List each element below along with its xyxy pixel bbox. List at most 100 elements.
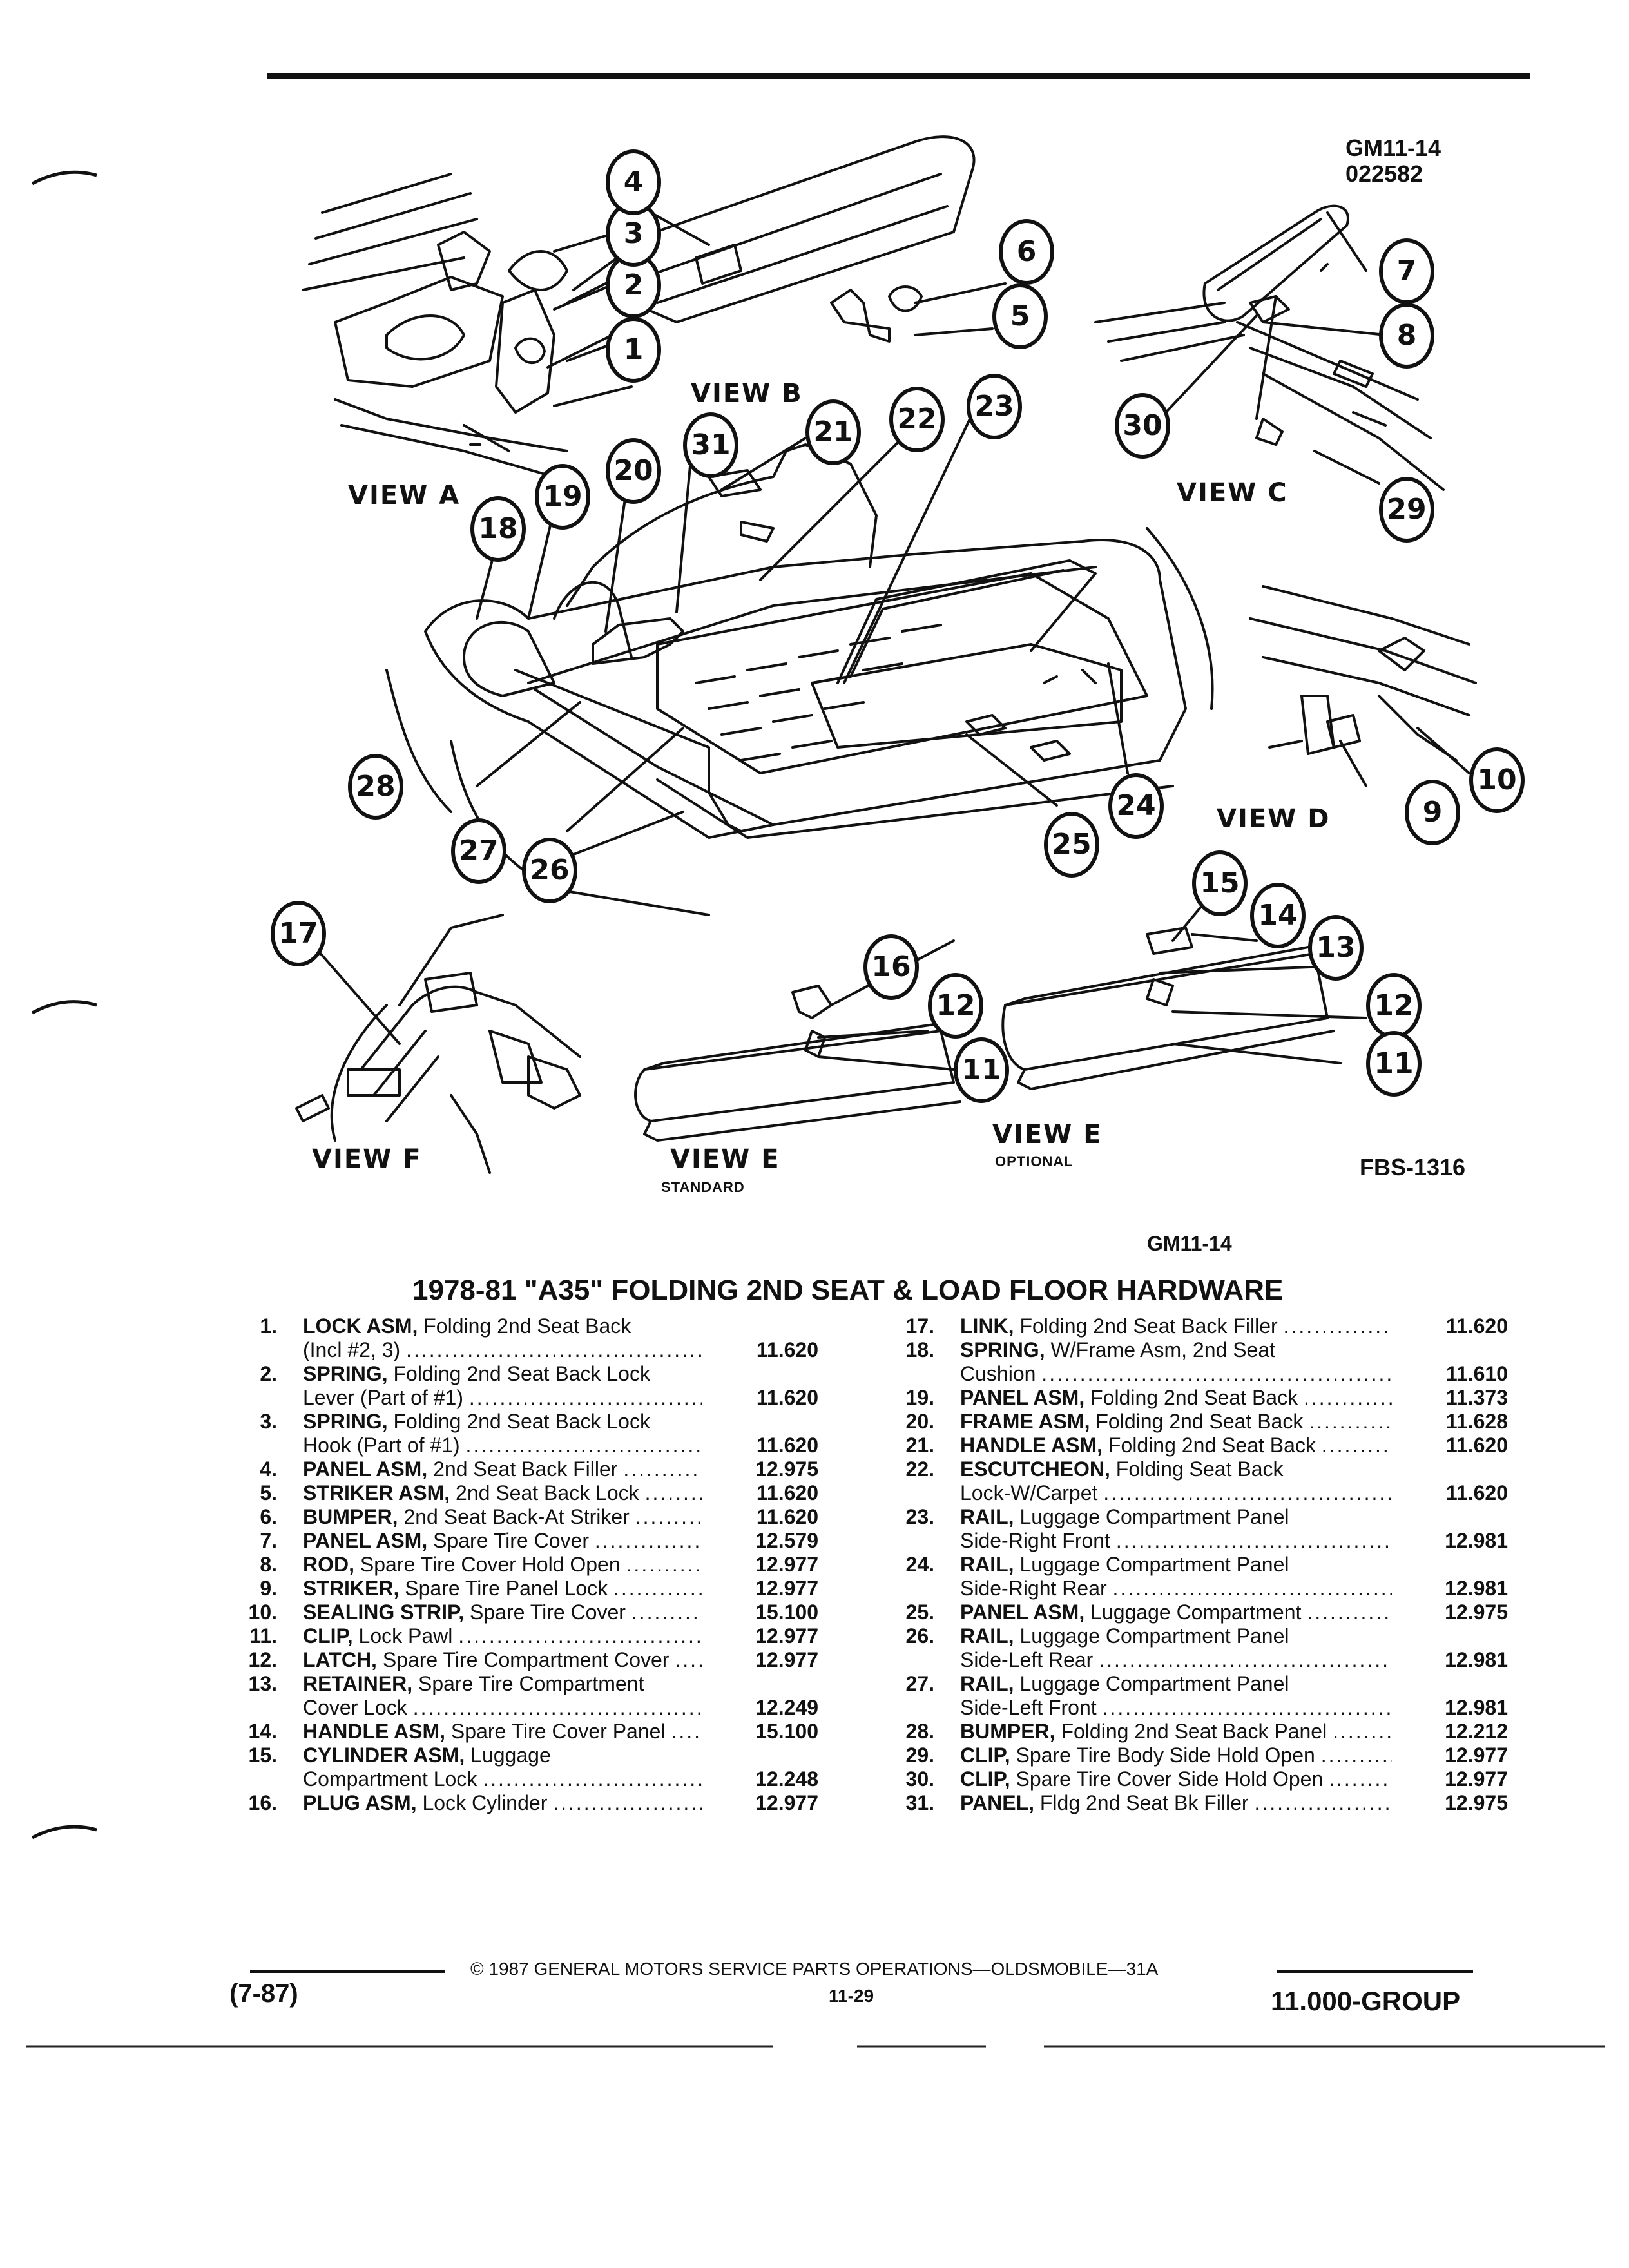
item-number: 13. xyxy=(248,1672,277,1695)
part-description: Spare Tire Cover xyxy=(433,1529,589,1552)
callout-17: 17 xyxy=(271,901,326,966)
item-number: 21. xyxy=(905,1434,934,1457)
parts-list-item: 7.PANEL ASM, Spare Tire Cover ..........… xyxy=(232,1529,818,1553)
callout-23: 23 xyxy=(967,374,1022,439)
callout-5: 5 xyxy=(992,284,1048,349)
part-name: LINK, xyxy=(960,1314,1014,1338)
item-number: 1. xyxy=(260,1314,277,1338)
item-number: 15. xyxy=(248,1744,277,1767)
item-number: 4. xyxy=(260,1457,277,1481)
part-description: Folding 2nd Seat Back xyxy=(423,1314,631,1338)
callout-26: 26 xyxy=(522,838,577,903)
part-name: RAIL, xyxy=(960,1624,1014,1648)
part-description: Folding 2nd Seat Back xyxy=(1095,1410,1304,1433)
item-number: 10. xyxy=(248,1600,277,1624)
diagram-code-top: GM11-14 xyxy=(1345,135,1441,161)
group-reference: 11.620 xyxy=(1445,1314,1508,1338)
part-name: PLUG ASM, xyxy=(303,1791,417,1814)
group-reference: 12.212 xyxy=(1445,1720,1508,1743)
parts-list-left: 1.LOCK ASM, Folding 2nd Seat Back(Incl #… xyxy=(232,1314,818,1815)
part-name: PANEL ASM, xyxy=(960,1600,1085,1624)
part-description: 2nd Seat Back Lock xyxy=(456,1481,639,1504)
footer-rule-right xyxy=(1277,1970,1473,1973)
group-reference: 12.981 xyxy=(1445,1648,1508,1671)
part-name: CLIP, xyxy=(303,1624,353,1648)
view-e-standard-label: VIEW E xyxy=(670,1144,780,1174)
part-description: Spare Tire Cover Hold Open xyxy=(360,1553,621,1576)
part-description: Spare Tire Compartment Cover xyxy=(382,1648,670,1671)
part-description: Folding 2nd Seat Back xyxy=(1108,1434,1316,1457)
part-name: HANDLE ASM, xyxy=(960,1434,1103,1457)
item-number: 22. xyxy=(905,1457,934,1481)
part-name: CLIP, xyxy=(960,1744,1010,1767)
view-b-main-art xyxy=(385,443,1214,916)
callout-24: 24 xyxy=(1108,773,1164,839)
group-reference: 15.100 xyxy=(755,1600,818,1624)
group-reference: 12.977 xyxy=(755,1553,818,1576)
part-name: PANEL ASM, xyxy=(303,1457,428,1481)
group-reference: 12.977 xyxy=(755,1624,818,1648)
part-description: Lock Cylinder xyxy=(422,1791,548,1814)
part-description: Folding Seat Back xyxy=(1115,1457,1284,1481)
view-a-label: VIEW A xyxy=(348,481,461,510)
callout-6: 6 xyxy=(999,219,1054,285)
part-name: RAIL, xyxy=(960,1672,1014,1695)
section-code: GM11-14 xyxy=(1147,1232,1232,1255)
callout-21: 21 xyxy=(805,399,861,465)
item-number: 12. xyxy=(248,1648,277,1671)
part-description: Spare Tire Cover Panel xyxy=(450,1720,666,1743)
callout-18: 18 xyxy=(470,496,526,562)
part-description: Luggage Compartment xyxy=(1090,1600,1302,1624)
view-c-label: VIEW C xyxy=(1177,478,1288,508)
callout-12-standard: 12 xyxy=(928,973,983,1039)
callout-27: 27 xyxy=(451,818,506,884)
part-name: FRAME ASM, xyxy=(960,1410,1090,1433)
part-name: SEALING STRIP, xyxy=(303,1600,465,1624)
callout-8: 8 xyxy=(1379,303,1434,369)
callout-28: 28 xyxy=(348,754,403,820)
view-a-art xyxy=(302,173,633,478)
part-description: Fldg 2nd Seat Bk Filler xyxy=(1039,1791,1249,1814)
callout-12-optional: 12 xyxy=(1366,973,1422,1039)
part-description-cont: (Incl #2, 3) xyxy=(303,1338,401,1361)
part-description-cont: Cushion xyxy=(960,1362,1036,1385)
parts-list-item: 30.CLIP, Spare Tire Cover Side Hold Open… xyxy=(889,1767,1508,1791)
part-description: Spare Tire Compartment xyxy=(418,1672,644,1695)
view-e-optional-art xyxy=(1001,927,1335,1090)
part-description: Folding 2nd Seat Back Filler xyxy=(1019,1314,1278,1338)
parts-list-item: 20.FRAME ASM, Folding 2nd Seat Back ....… xyxy=(889,1410,1508,1434)
part-name: RAIL, xyxy=(960,1505,1014,1528)
part-description: Luggage Compartment Panel xyxy=(1019,1624,1289,1648)
parts-list-right: 17.LINK, Folding 2nd Seat Back Filler ..… xyxy=(889,1314,1508,1815)
part-description-cont: Cover Lock xyxy=(303,1696,407,1719)
top-rule xyxy=(267,73,1530,79)
part-name: HANDLE ASM, xyxy=(303,1720,446,1743)
parts-list-item: 12.LATCH, Spare Tire Compartment Cover .… xyxy=(232,1648,818,1672)
group-reference: 12.977 xyxy=(1445,1744,1508,1767)
group-reference: 11.620 xyxy=(756,1505,818,1528)
callout-4: 4 xyxy=(606,149,661,215)
part-description-cont: Lock-W/Carpet xyxy=(960,1481,1098,1504)
part-description: Folding 2nd Seat Back Lock xyxy=(393,1362,650,1385)
item-number: 5. xyxy=(260,1481,277,1504)
parts-list-item: 21.HANDLE ASM, Folding 2nd Seat Back ...… xyxy=(889,1434,1508,1457)
callout-1: 1 xyxy=(606,317,661,383)
part-description: Spare Tire Body Side Hold Open xyxy=(1016,1744,1315,1767)
item-number: 18. xyxy=(905,1338,934,1361)
group-reference: 12.981 xyxy=(1445,1577,1508,1600)
parts-list-item: 6.BUMPER, 2nd Seat Back-At Striker .....… xyxy=(232,1505,818,1529)
part-name: PANEL ASM, xyxy=(303,1529,428,1552)
group-reference: 11.610 xyxy=(1445,1362,1508,1385)
part-name: ROD, xyxy=(303,1553,354,1576)
scan-marks xyxy=(31,170,97,1840)
parts-list-item: 5.STRIKER ASM, 2nd Seat Back Lock ......… xyxy=(232,1481,818,1505)
callout-31: 31 xyxy=(683,412,738,478)
item-number: 14. xyxy=(248,1720,277,1743)
parts-list-item: 16.PLUG ASM, Lock Cylinder .............… xyxy=(232,1791,818,1815)
part-description: Luggage Compartment Panel xyxy=(1019,1505,1289,1528)
item-number: 28. xyxy=(905,1720,934,1743)
page-number: 11-29 xyxy=(829,1986,874,2006)
part-description: Spare Tire Panel Lock xyxy=(405,1577,608,1600)
